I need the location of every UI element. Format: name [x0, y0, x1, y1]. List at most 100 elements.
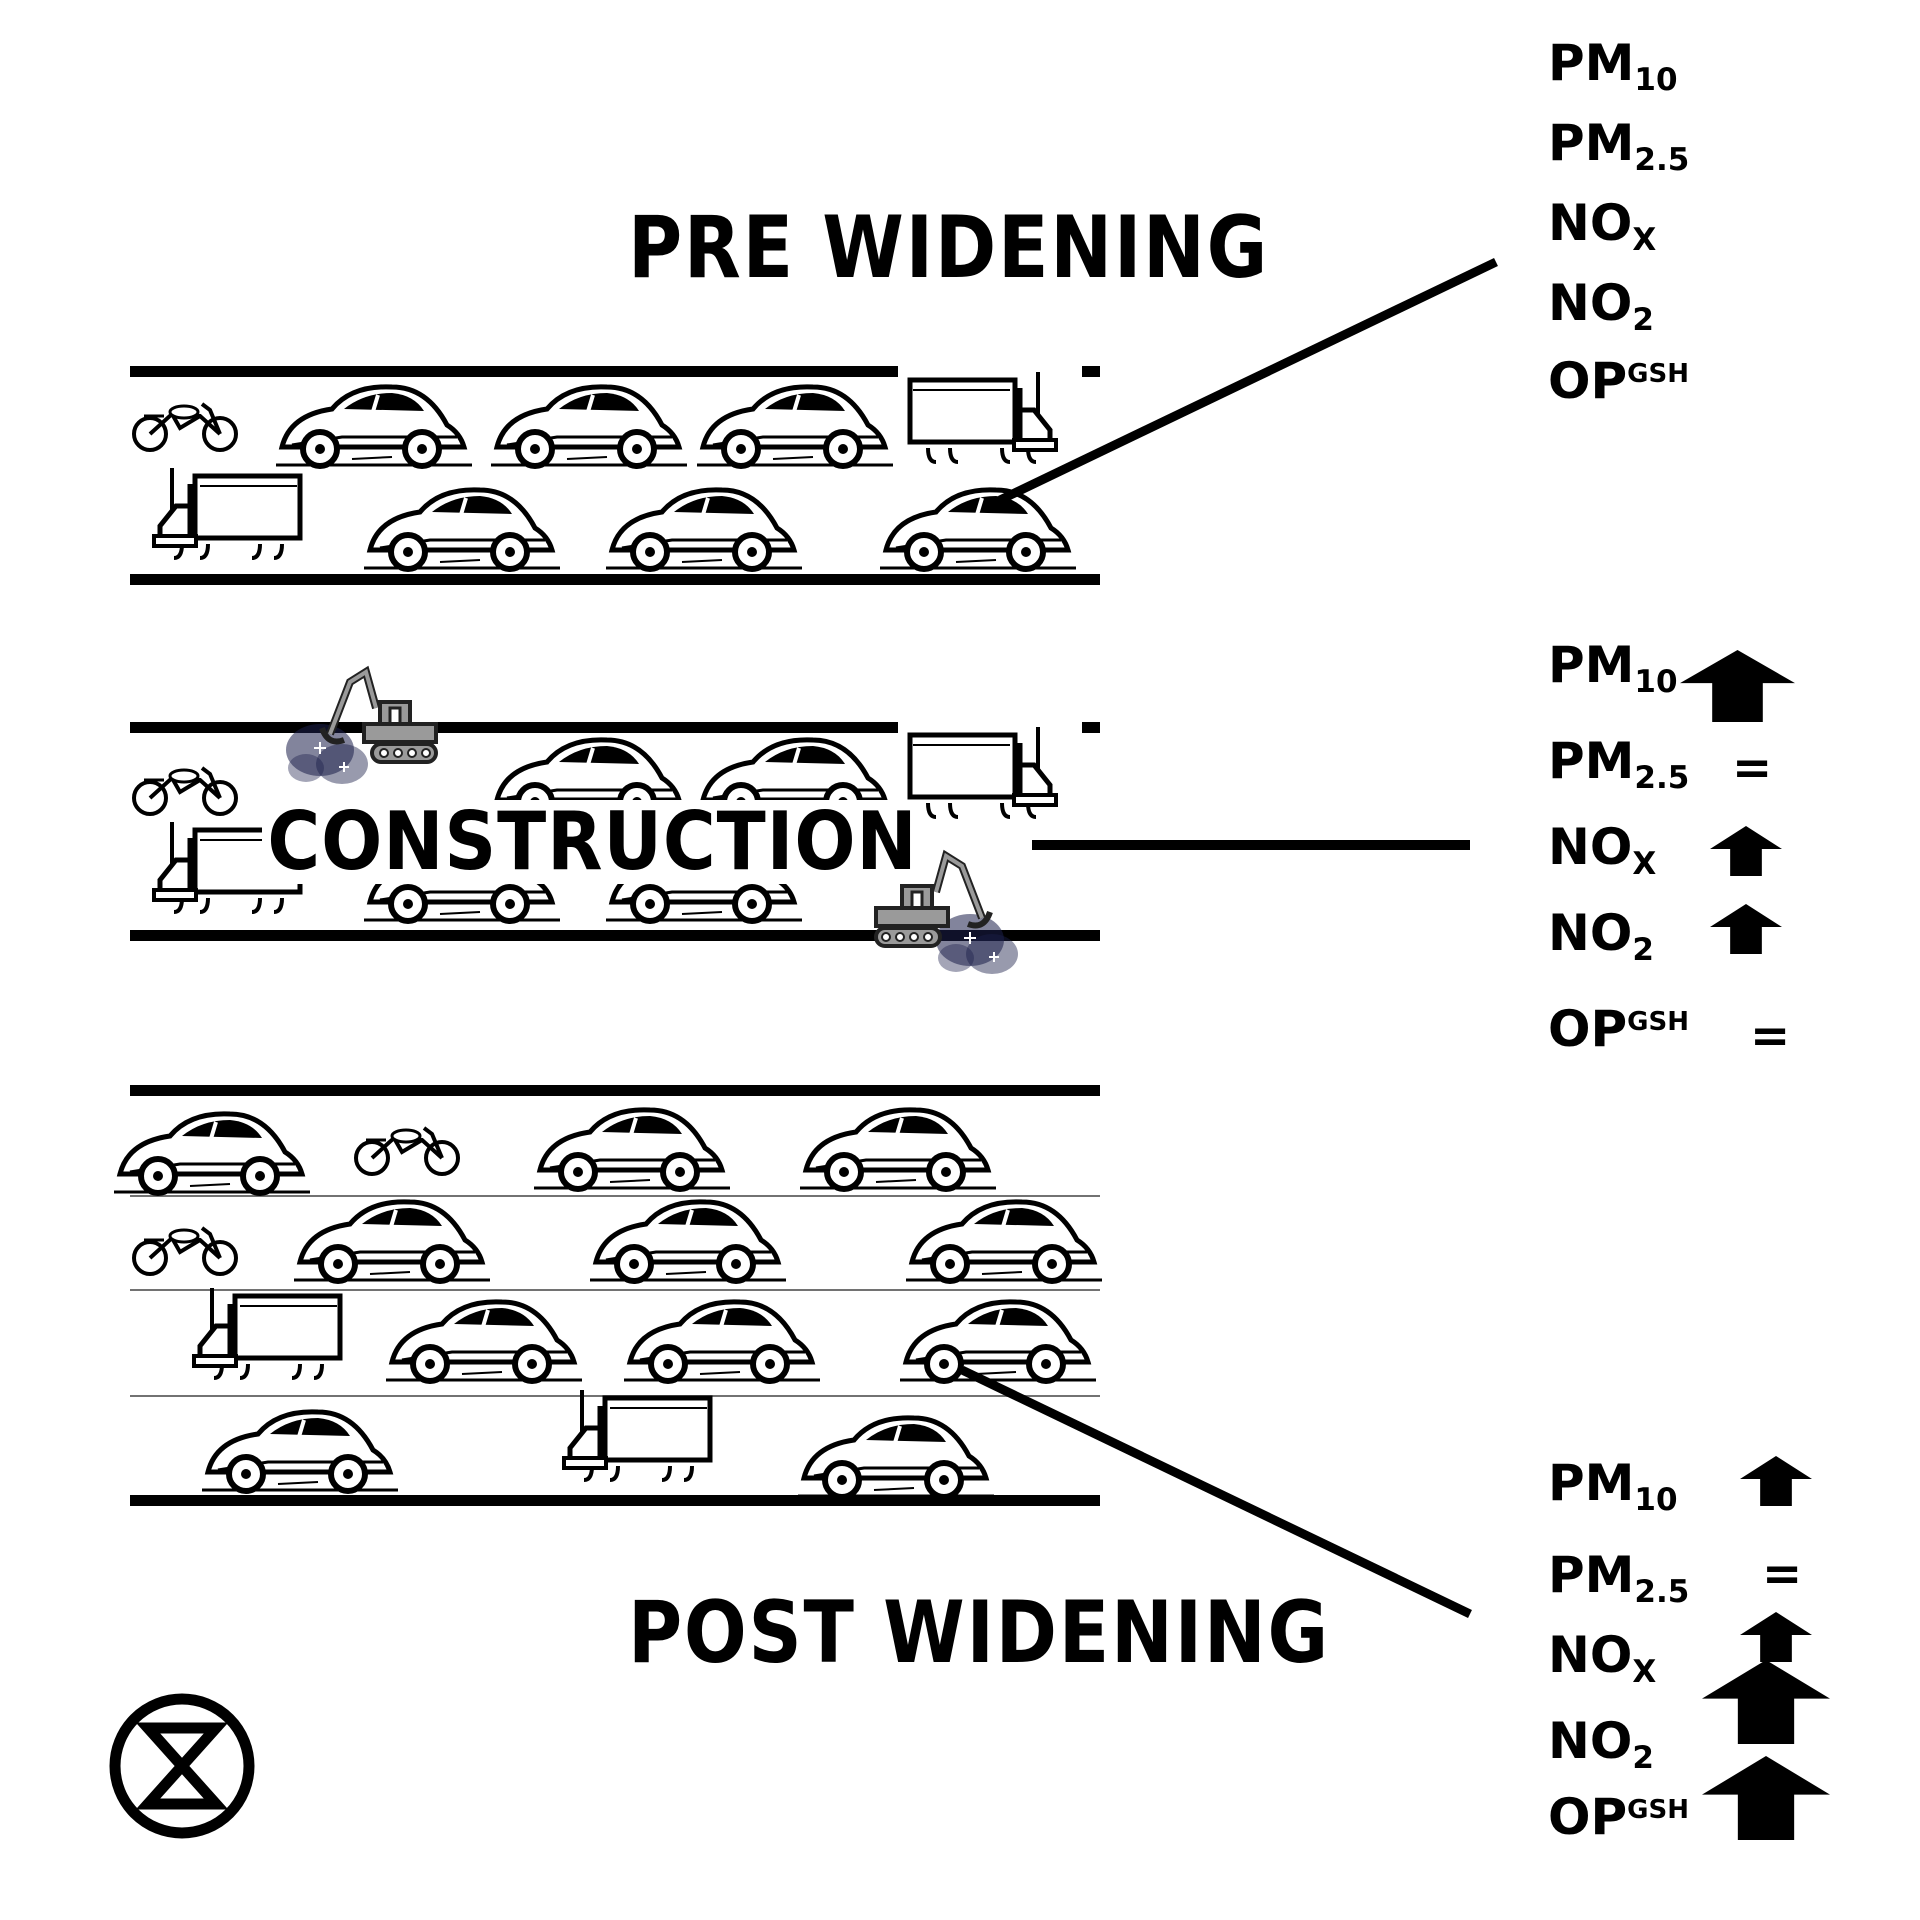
pollutant-name: PM — [1548, 114, 1635, 172]
pollutant-label: PM10 — [1548, 1458, 1678, 1516]
no-change-symbol: = — [1750, 1008, 1791, 1064]
road-edge-bottom — [130, 1495, 1100, 1506]
pollutant-name: OP — [1548, 1788, 1628, 1846]
road-edge-top — [130, 366, 898, 377]
pollutant-subscript: 10 — [1634, 62, 1678, 98]
motorcycle-icon — [132, 766, 238, 816]
pollutant-subscript: X — [1632, 1654, 1657, 1690]
pollutant-name: NO — [1548, 1712, 1633, 1770]
change-arrows — [1680, 650, 1830, 1840]
truck-icon — [154, 468, 300, 558]
car-icon — [906, 1202, 1102, 1281]
up-arrow-icon — [1710, 826, 1782, 876]
car-icon — [624, 1302, 820, 1381]
pollutant-label: NOX — [1548, 198, 1656, 256]
pollutant-label: NO2 — [1548, 908, 1654, 966]
truck-icon — [564, 1390, 710, 1480]
pollutant-name: NO — [1548, 1626, 1633, 1684]
pollutant-name: OP — [1548, 1000, 1628, 1058]
pollutant-name: PM — [1548, 34, 1635, 92]
pre-widening-title: PRE WIDENING — [628, 198, 1270, 298]
pollutant-name: NO — [1548, 904, 1633, 962]
truck-icon — [910, 372, 1056, 462]
construction-road — [130, 672, 1100, 975]
car-icon — [364, 490, 560, 569]
post-widening-title: POST WIDENING — [628, 1583, 1330, 1683]
pollutant-label: OPGSH — [1548, 356, 1689, 406]
pollutant-name: NO — [1548, 274, 1633, 332]
road-edge-top — [130, 1085, 1100, 1096]
car-icon — [900, 1302, 1096, 1381]
car-icon — [800, 1110, 996, 1189]
car-icon — [697, 387, 893, 466]
road-edge-bottom — [130, 574, 1100, 585]
pollutant-name: PM — [1548, 1546, 1635, 1604]
road-edge-top-stub — [1082, 366, 1100, 377]
car-icon — [534, 1110, 730, 1189]
car-icon — [798, 1418, 994, 1497]
car-icon — [114, 1114, 310, 1193]
car-icon — [294, 1202, 490, 1281]
no-change-symbol: = — [1762, 1546, 1803, 1602]
motorcycle-icon — [132, 402, 238, 452]
pre-widening-road — [130, 366, 1100, 585]
pollutant-subscript: 2.5 — [1634, 760, 1690, 796]
no-change-symbol: = — [1732, 740, 1773, 796]
car-icon — [606, 490, 802, 569]
pollutant-subscript: 2.5 — [1634, 1574, 1690, 1610]
pollutant-subscript: 2 — [1632, 302, 1654, 338]
lane-marking — [130, 1195, 1100, 1397]
motorcycle-icon — [354, 1126, 460, 1176]
pollutant-subscript: 2 — [1632, 932, 1654, 968]
pre-connector-line — [998, 257, 1498, 505]
car-icon — [202, 1412, 398, 1491]
post-widening-road — [114, 1085, 1102, 1506]
pollutant-subscript: 10 — [1634, 664, 1678, 700]
pollutant-label: PM10 — [1548, 38, 1678, 96]
pollutant-label: OPGSH — [1548, 1004, 1689, 1054]
pollutant-label: NO2 — [1548, 278, 1654, 336]
up-arrow-icon — [1710, 904, 1782, 954]
pollutant-subscript: 2 — [1632, 1740, 1654, 1776]
pollutant-label: PM2.5 — [1548, 1550, 1689, 1608]
pollutant-label: PM10 — [1548, 640, 1678, 698]
pollutant-superscript: GSH — [1627, 1007, 1689, 1037]
post-connector-line — [960, 1365, 1472, 1619]
pollutant-name: OP — [1548, 352, 1628, 410]
road-edge-top-stub — [1082, 722, 1100, 733]
pollutant-name: NO — [1548, 194, 1633, 252]
pollutant-label: NO2 — [1548, 1716, 1654, 1774]
truck-icon — [194, 1288, 340, 1378]
truck-icon — [910, 727, 1056, 817]
pollutant-name: NO — [1548, 818, 1633, 876]
large-up-arrow-icon — [1702, 1660, 1830, 1744]
up-arrow-icon — [1740, 1612, 1812, 1662]
pollutant-subscript: X — [1632, 222, 1657, 258]
pollutant-label: OPGSH — [1548, 1792, 1689, 1842]
pollutant-subscript: 2.5 — [1634, 142, 1690, 178]
motorcycle-icon — [132, 1226, 238, 1276]
car-icon — [880, 490, 1076, 569]
large-up-arrow-icon — [1702, 1756, 1830, 1840]
car-icon — [590, 1202, 786, 1281]
pollutant-subscript: 10 — [1634, 1482, 1678, 1518]
road-edge-top — [130, 722, 898, 733]
pollutant-label: NOX — [1548, 822, 1656, 880]
car-icon — [386, 1302, 582, 1381]
pollutant-name: PM — [1548, 1454, 1635, 1512]
construction-title: CONSTRUCTION — [262, 800, 923, 884]
up-arrow-icon — [1740, 1456, 1812, 1506]
car-icon — [276, 387, 472, 466]
extinction-hourglass-icon — [109, 1693, 255, 1839]
pollutant-name: PM — [1548, 732, 1635, 790]
car-icon — [491, 387, 687, 466]
pollutant-label: NOX — [1548, 1630, 1656, 1688]
large-up-arrow-icon — [1680, 650, 1795, 722]
pollutant-subscript: X — [1632, 846, 1657, 882]
pollutant-name: PM — [1548, 636, 1635, 694]
pollutant-label: PM2.5 — [1548, 118, 1689, 176]
pollutant-label: PM2.5 — [1548, 736, 1689, 794]
road-edge-bottom — [130, 930, 1100, 941]
pollutant-superscript: GSH — [1627, 1795, 1689, 1825]
